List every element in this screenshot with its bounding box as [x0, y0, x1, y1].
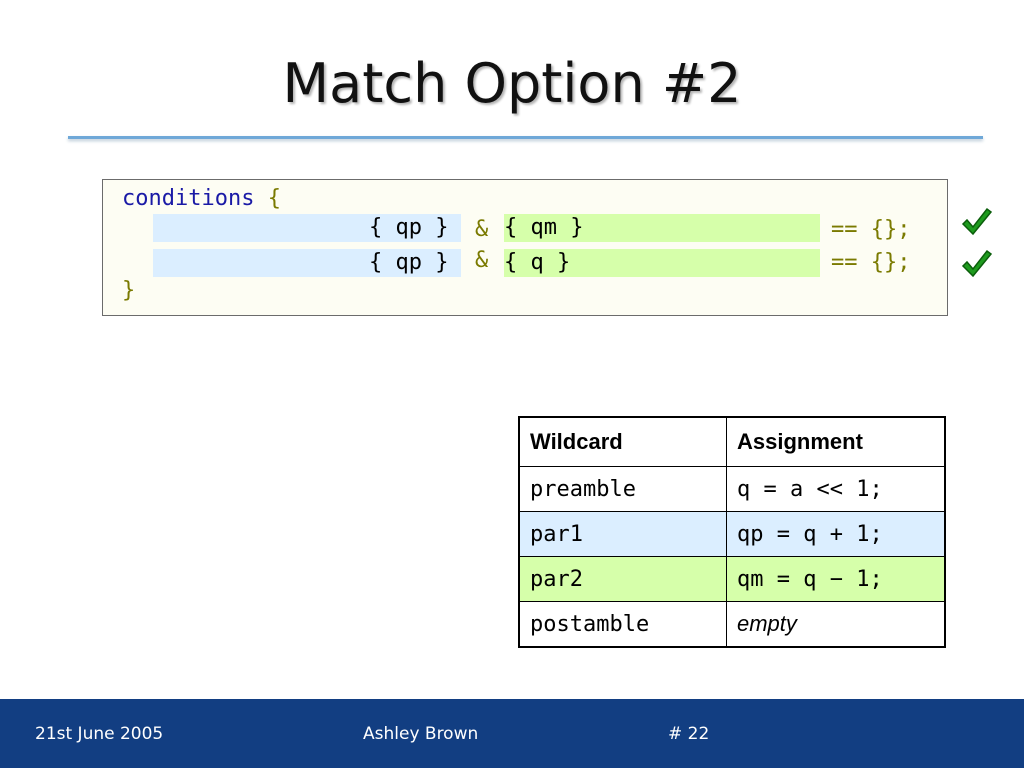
par1-highlight-row1: [153, 214, 461, 242]
code-line-1: conditions {: [122, 186, 281, 212]
table-row: postamble empty: [518, 601, 946, 648]
and-operator-row1: &: [475, 217, 489, 242]
assignment-cell: q = a << 1;: [726, 466, 946, 512]
checkmark-icon: [961, 207, 993, 236]
empty-compare-row1: == {};: [831, 217, 911, 242]
qp-set-row1: { qp }: [369, 215, 449, 240]
close-brace: }: [122, 278, 136, 303]
par2-highlight-row2: [504, 249, 820, 277]
wildcard-cell: par2: [518, 556, 727, 602]
title-divider: [68, 136, 983, 139]
slide-title: Match Option #2: [282, 52, 742, 115]
header-assignment: Assignment: [726, 416, 946, 467]
qp-set-row2: { qp }: [369, 250, 449, 275]
assignment-cell: qp = q + 1;: [726, 511, 946, 557]
header-wildcard: Wildcard: [518, 416, 727, 467]
footer-date: 21st June 2005: [35, 724, 164, 744]
par1-highlight-row2: [153, 249, 461, 277]
wildcard-cell: par1: [518, 511, 727, 557]
qm-set-row1: { qm }: [504, 215, 584, 240]
table-row: par1 qp = q + 1;: [518, 511, 946, 557]
open-brace: {: [267, 186, 281, 211]
table-header-row: Wildcard Assignment: [518, 416, 946, 467]
conditions-keyword: conditions: [122, 186, 255, 211]
assignment-cell: qm = q − 1;: [726, 556, 946, 602]
wildcard-cell: postamble: [518, 601, 727, 648]
table-row: par2 qm = q − 1;: [518, 556, 946, 602]
footer-author: Ashley Brown: [363, 724, 479, 744]
footer-bar: 21st June 2005 Ashley Brown # 22: [0, 699, 1024, 768]
par2-highlight-row1: [504, 214, 820, 242]
wildcard-assignment-table: Wildcard Assignment preamble q = a << 1;…: [518, 416, 946, 648]
wildcard-cell: preamble: [518, 466, 727, 512]
q-set-row2: { q }: [504, 250, 571, 275]
code-block: conditions { { qp } & { qm } == {}; { qp…: [102, 179, 948, 316]
empty-compare-row2: == {};: [831, 250, 911, 275]
footer-page-number: # 22: [668, 724, 710, 744]
assignment-cell: empty: [726, 601, 946, 648]
table-row: preamble q = a << 1;: [518, 466, 946, 512]
and-operator-row2: &: [475, 248, 489, 273]
checkmark-icon: [961, 249, 993, 278]
